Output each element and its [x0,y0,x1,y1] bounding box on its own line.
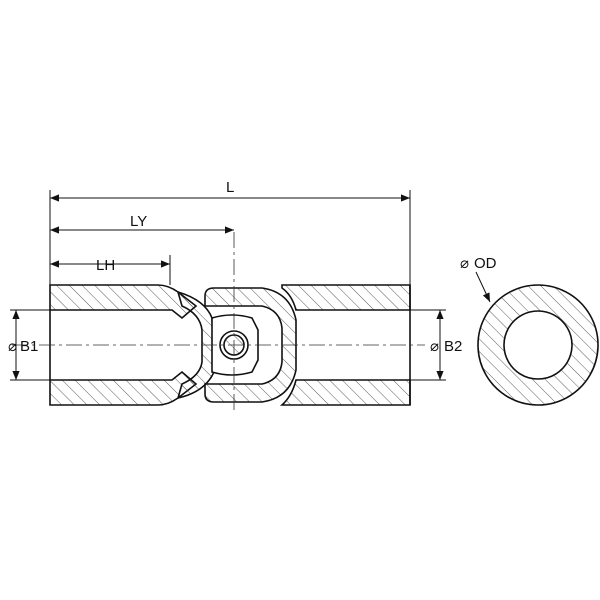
dimension-LH [50,255,171,285]
label-LY: LY [130,213,147,230]
label-OD-symbol: ⌀ [460,255,469,272]
dimension-L [49,190,411,285]
dimension-B2 [410,309,446,381]
label-B2: B2 [444,338,462,355]
right-hub-lower-wall [279,379,411,406]
dimension-B1 [10,309,50,381]
centerlines [12,232,425,410]
end-view [477,284,599,406]
label-B1: B1 [20,338,38,355]
left-hub-lower-wall [49,370,198,406]
label-LH: LH [96,257,115,274]
right-hub [279,284,411,406]
label-OD: OD [474,255,497,272]
right-yoke [204,287,297,403]
left-hub [49,284,198,406]
label-B1-symbol: ⌀ [8,338,17,355]
end-view-ring [477,284,599,406]
label-B2-symbol: ⌀ [430,338,439,355]
left-hub-upper-wall [49,284,198,320]
right-hub-upper-wall [281,284,411,311]
label-L: L [226,179,234,196]
left-yoke-ear [176,290,215,400]
leader-line-OD [475,271,491,303]
dimension-OD [475,271,491,303]
right-yoke-upper-fork [204,287,297,403]
